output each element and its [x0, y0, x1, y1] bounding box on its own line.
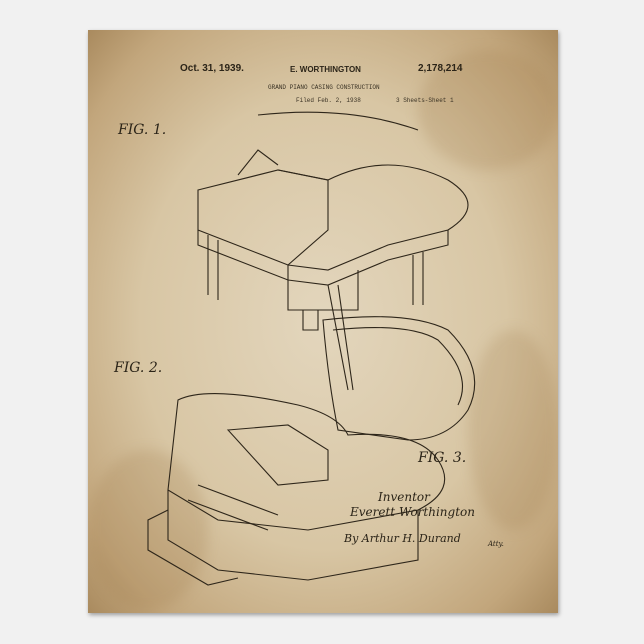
piano-body [198, 165, 468, 270]
inventor-signature: Everett Worthington [350, 505, 475, 519]
inventor-label: Inventor [378, 490, 430, 504]
lid-outline [258, 112, 418, 130]
patent-poster: Oct. 31, 1939. E. WORTHINGTON 2,178,214 … [88, 30, 558, 613]
patent-drawing [88, 30, 558, 613]
attorney-signature: By Arthur H. Durand [344, 532, 461, 545]
attorney-suffix: Atty. [488, 540, 504, 548]
